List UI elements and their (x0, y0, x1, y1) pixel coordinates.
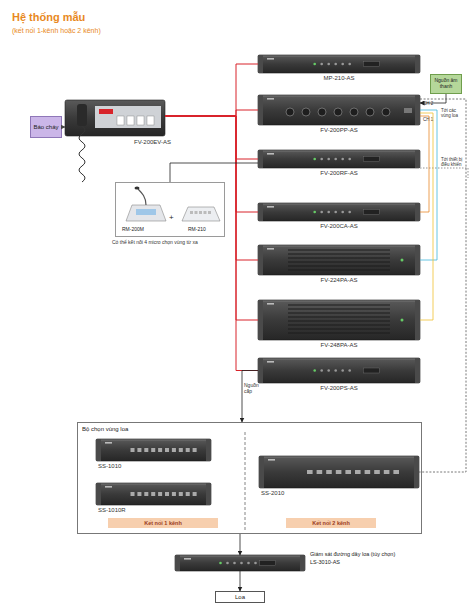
node-text: MP-210-AS (228, 75, 450, 82)
device-picture (258, 55, 420, 73)
device-unit: FV-200PS-AS (258, 358, 420, 383)
node-text: RM-200M (122, 227, 144, 233)
speaker-box: Loa (215, 591, 265, 603)
node-text: Báo cháy (31, 124, 61, 131)
connector-line (165, 110, 258, 116)
connector-line (165, 116, 258, 371)
annotation-label: (kết nối 1-kênh hoặc 2 kênh) (12, 27, 101, 35)
leader-line (420, 168, 468, 169)
node-text: FV-200PS-AS (228, 385, 450, 392)
note-band: Kết nối 2 kênh (286, 518, 376, 528)
connector-line (420, 113, 433, 320)
node-text: + (169, 213, 174, 222)
diagram-title: Hệ thống mẫu (12, 11, 85, 24)
node-text: FV-200EV-AS (134, 139, 171, 146)
device-unit: FV-200PP-AS (258, 95, 420, 125)
device-unit: FV-200RF-AS (258, 150, 420, 168)
annotation-label: CH 1 (423, 117, 433, 122)
node-text: FV-248PA-AS (228, 342, 450, 349)
connector-line (165, 116, 258, 212)
connector-line (240, 571, 241, 591)
device-unit: FV-224PA-AS (258, 245, 420, 275)
device-picture (258, 245, 420, 275)
note-band: Kết nối 1 kênh (108, 518, 218, 528)
annotation-label: Tới thiết bị điều khiển (441, 157, 465, 167)
node-text: FV-200PP-AS (228, 127, 450, 134)
annotation-label: Nguồn cấp (244, 383, 260, 395)
connector-line (62, 127, 65, 128)
device-picture (258, 300, 420, 340)
connector-line (420, 94, 446, 103)
device-picture (258, 150, 420, 168)
device-picture (96, 439, 211, 461)
node-text: Kết nối 2 kênh (286, 520, 376, 526)
node-text: FV-200CA-AS (228, 223, 450, 230)
node-text: Bộ chọn vùng loa (82, 426, 128, 433)
group-box: Bộ chọn vùng loaSS-1010SS-1010R Kết nối 1… (77, 422, 422, 534)
device-picture (258, 203, 420, 221)
node-text: FV-200RF-AS (228, 170, 450, 177)
annotation-label: CH 2 (423, 101, 433, 106)
node-text: Loa (216, 594, 264, 601)
connector-line (419, 99, 466, 472)
node-text: LS-3010-AS (310, 559, 340, 565)
device-picture (259, 456, 419, 488)
device-unit: SS-2010 (259, 456, 419, 488)
node-text: Nguồn âm thanh (431, 78, 461, 89)
connector-line (165, 116, 258, 320)
console-picture (126, 186, 166, 221)
connector-line (170, 163, 258, 182)
device-picture (258, 358, 420, 383)
device-picture (65, 96, 165, 136)
connector-line (165, 64, 258, 116)
device-unit: FV-248PA-AS (258, 300, 420, 340)
connector-line (240, 534, 241, 555)
connector-line (242, 371, 258, 423)
node-text: SS-1010R (98, 507, 126, 514)
connector-line (420, 110, 437, 260)
node-text: FV-224PA-AS (228, 277, 450, 284)
source-box: Nguồn âm thanh (430, 74, 462, 94)
connector-line (165, 116, 258, 260)
device-unit: MP-210-AS (258, 55, 420, 73)
node-text: RM-210 (188, 227, 206, 233)
connector-line (165, 116, 258, 159)
node-text: SS-2010 (261, 490, 284, 497)
annotation-label: Tới các vùng loa (441, 108, 463, 118)
device-unit: SS-1010 (96, 439, 211, 461)
console-picture (182, 207, 220, 221)
connector-line (420, 116, 429, 212)
device-unit: SS-1010R (96, 483, 211, 505)
device-unit: FV-200EV-AS (65, 96, 165, 136)
device-picture (258, 95, 420, 125)
microphone-box: RM-200M+RM-210Có thể kết nối 4 micro chọ… (115, 182, 225, 237)
node-text: Có thể kết nối 4 micro chọn vùng từ xa (112, 240, 198, 246)
device-picture (175, 555, 305, 571)
node-text: Giám sát đường dây loa (tùy chọn) (310, 551, 395, 557)
device-unit: Giám sát đường dây loa (tùy chọn)LS-3010… (175, 555, 305, 571)
alarm-box: Báo cháy (30, 116, 62, 138)
device-unit: FV-200CA-AS (258, 203, 420, 221)
device-picture (96, 483, 211, 505)
leader-line (468, 168, 469, 178)
node-text: SS-1010 (98, 463, 121, 470)
node-text: Kết nối 1 kênh (108, 520, 218, 526)
